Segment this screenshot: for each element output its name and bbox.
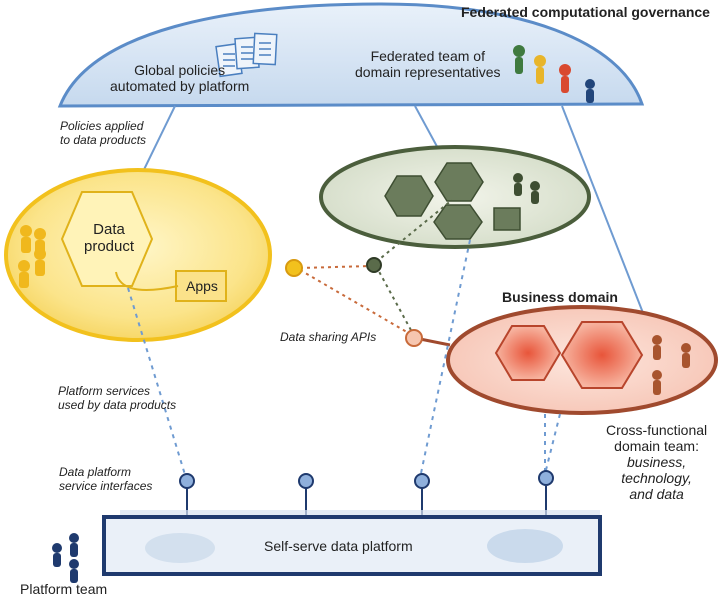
data-product-team-icon (18, 225, 46, 288)
business-domain-api-link (419, 337, 451, 347)
green-domain-team-icon (513, 173, 540, 204)
business-domain-api-port[interactable] (405, 329, 423, 347)
governance-dome (57, 2, 645, 108)
data-sharing-links (299, 199, 453, 336)
global-policies-label: Global policies automated by platform (110, 62, 250, 95)
apps-box[interactable] (175, 270, 227, 302)
apps-label: Apps (186, 278, 218, 294)
platform-team-icon (52, 533, 79, 583)
product-to-apps-link (115, 271, 179, 291)
federated-team-icon (513, 45, 595, 103)
platform-bar-texture (145, 533, 215, 563)
service-interfaces-label: Data platform service interfaces (59, 465, 153, 493)
data-sharing-apis-label: Data sharing APIs (280, 330, 377, 344)
governance-title: Federated computational governance (461, 4, 710, 20)
data-product-label: Data product (84, 221, 135, 256)
federated-team-label: Federated team of domain representatives (355, 48, 501, 81)
data-product-hexagon[interactable] (60, 191, 154, 287)
green-domain-api-port[interactable] (366, 257, 382, 273)
service-interface-2[interactable] (298, 473, 314, 489)
business-domain-title: Business domain (502, 289, 618, 305)
platform-team-label: Platform team (20, 581, 108, 597)
platform-services-label: Platform services used by data products (58, 384, 177, 412)
platform-label: Self-serve data platform (264, 538, 413, 554)
cross-functional-team-label: Cross-functional domain team: business, … (606, 422, 708, 503)
policy-documents-icon (215, 32, 278, 78)
platform-service-links (127, 239, 561, 479)
business-domain-products (494, 321, 644, 389)
yellow-domain-api-port[interactable] (285, 259, 303, 277)
green-domain-products (384, 162, 521, 240)
platform-bar-texture (487, 529, 563, 563)
business-domain-team-icon (652, 335, 691, 395)
service-interface-1[interactable] (179, 473, 195, 489)
policies-applied-label: Policies applied to data products (60, 119, 147, 147)
service-interface-3[interactable] (414, 473, 430, 489)
service-interface-4[interactable] (538, 470, 554, 486)
